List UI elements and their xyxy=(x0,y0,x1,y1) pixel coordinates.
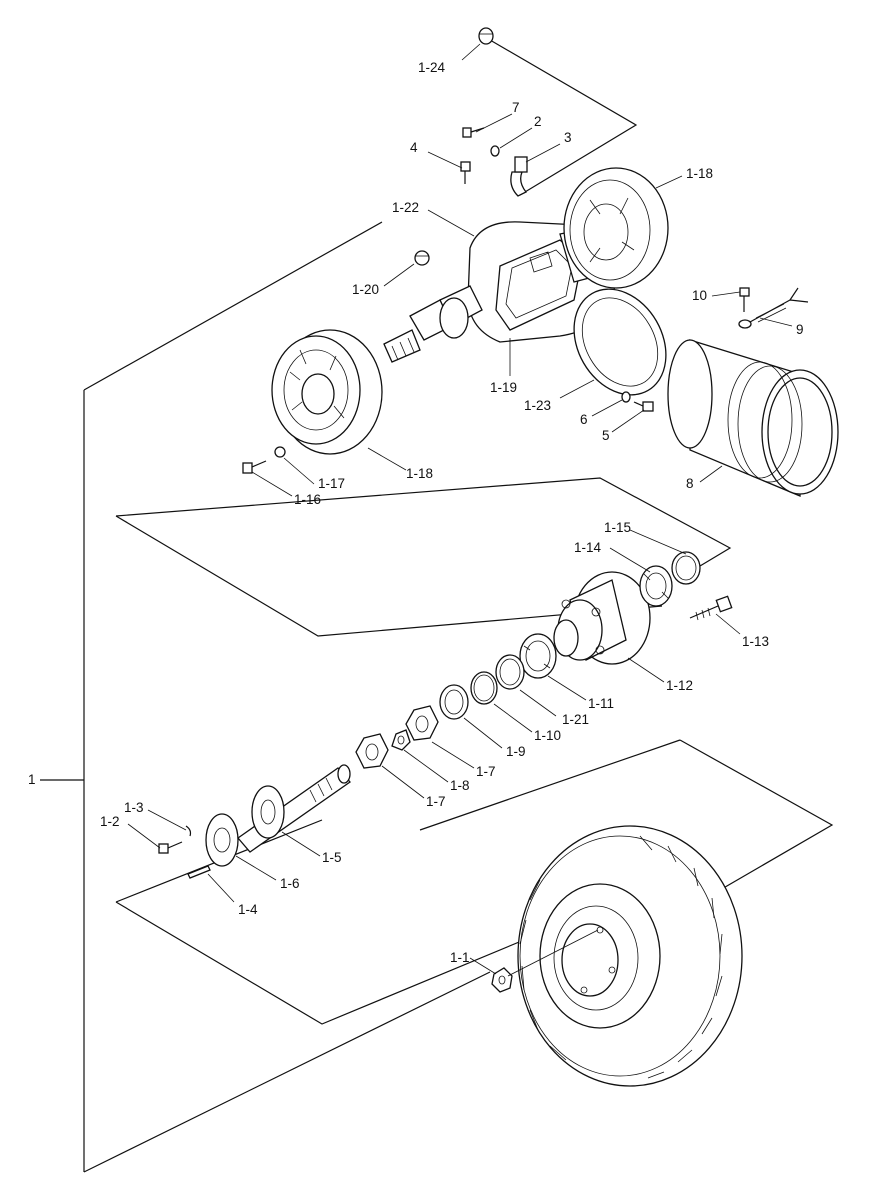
part-bolt-1-13 xyxy=(689,595,733,621)
part-flange-1-5 xyxy=(251,785,285,839)
label-1-7-lower: 1-7 xyxy=(426,794,446,809)
part-pin-1-4 xyxy=(187,865,211,879)
label-1-15: 1-15 xyxy=(604,520,631,535)
label-1-8: 1-8 xyxy=(450,778,470,793)
part-flange-1-6 xyxy=(205,813,239,867)
part-motor-8 xyxy=(667,339,839,497)
part-clamp-3 xyxy=(510,156,528,197)
label-1-21: 1-21 xyxy=(562,712,589,727)
label-1-7-upper: 1-7 xyxy=(476,764,496,779)
part-washer-6 xyxy=(621,391,631,403)
part-cable-9 xyxy=(738,287,809,329)
part-bolt-1-2 xyxy=(158,841,183,854)
label-1-6: 1-6 xyxy=(280,876,300,891)
label-8: 8 xyxy=(686,476,694,491)
label-1: 1 xyxy=(28,772,36,787)
label-1-11: 1-11 xyxy=(588,696,614,711)
label-1-5: 1-5 xyxy=(322,850,342,865)
part-drum-1-18-right xyxy=(563,167,669,289)
label-1-13: 1-13 xyxy=(742,634,769,649)
callout-labels: 1 1-1 1-2 1-3 1-4 1-5 1-6 1-7 1-7 1-8 1-… xyxy=(28,60,804,965)
label-1-19: 1-19 xyxy=(490,380,517,395)
part-bearing-1-11 xyxy=(519,633,557,679)
label-1-14: 1-14 xyxy=(574,540,602,555)
label-1-16: 1-16 xyxy=(294,492,321,507)
label-4: 4 xyxy=(410,140,418,155)
part-nut-1-7-lower xyxy=(355,733,389,769)
label-1-20: 1-20 xyxy=(352,282,379,297)
label-1-24: 1-24 xyxy=(418,60,446,75)
part-hub-1-12 xyxy=(553,571,651,665)
part-ring-1-10 xyxy=(470,671,498,705)
label-1-9: 1-9 xyxy=(506,744,526,759)
part-lug-nut-1-1 xyxy=(491,967,513,993)
label-10: 10 xyxy=(692,288,707,303)
part-bolt-5 xyxy=(633,401,654,412)
label-1-10: 1-10 xyxy=(534,728,561,743)
label-1-1: 1-1 xyxy=(450,950,470,965)
part-drum-1-18-left xyxy=(271,329,383,455)
part-ring-1-9 xyxy=(439,684,469,720)
label-3: 3 xyxy=(564,130,572,145)
label-1-12: 1-12 xyxy=(666,678,693,693)
label-1-17: 1-17 xyxy=(318,476,345,491)
part-ring-1-21 xyxy=(495,654,525,690)
part-bolt-1-16 xyxy=(242,460,267,474)
part-bearing-1-14 xyxy=(639,565,673,607)
label-1-4: 1-4 xyxy=(238,902,258,917)
part-clip-1-3 xyxy=(185,825,192,837)
label-1-22: 1-22 xyxy=(392,200,419,215)
group-bracket-lines xyxy=(40,39,834,1173)
part-nut-1-7-upper xyxy=(405,705,439,741)
label-5: 5 xyxy=(602,428,610,443)
part-washer-2 xyxy=(490,145,500,157)
part-wheel-tire xyxy=(517,825,743,1087)
leader-lines xyxy=(127,43,793,977)
part-bolt-4 xyxy=(460,161,471,184)
label-1-3: 1-3 xyxy=(124,800,144,815)
label-1-18-left: 1-18 xyxy=(406,466,433,481)
label-9: 9 xyxy=(796,322,804,337)
label-6: 6 xyxy=(580,412,588,427)
part-plug-1-20 xyxy=(414,250,430,266)
label-7: 7 xyxy=(512,100,520,115)
part-washer-1-8 xyxy=(391,729,411,751)
part-nut-1-24 xyxy=(478,27,494,45)
part-washer-1-17 xyxy=(274,446,286,458)
label-1-18-right: 1-18 xyxy=(686,166,713,181)
part-seal-1-15 xyxy=(671,551,701,585)
label-1-23: 1-23 xyxy=(524,398,551,413)
part-gasket-1-23 xyxy=(573,288,667,396)
label-1-2: 1-2 xyxy=(100,814,120,829)
part-screw-10 xyxy=(739,287,750,312)
label-2: 2 xyxy=(534,114,542,129)
